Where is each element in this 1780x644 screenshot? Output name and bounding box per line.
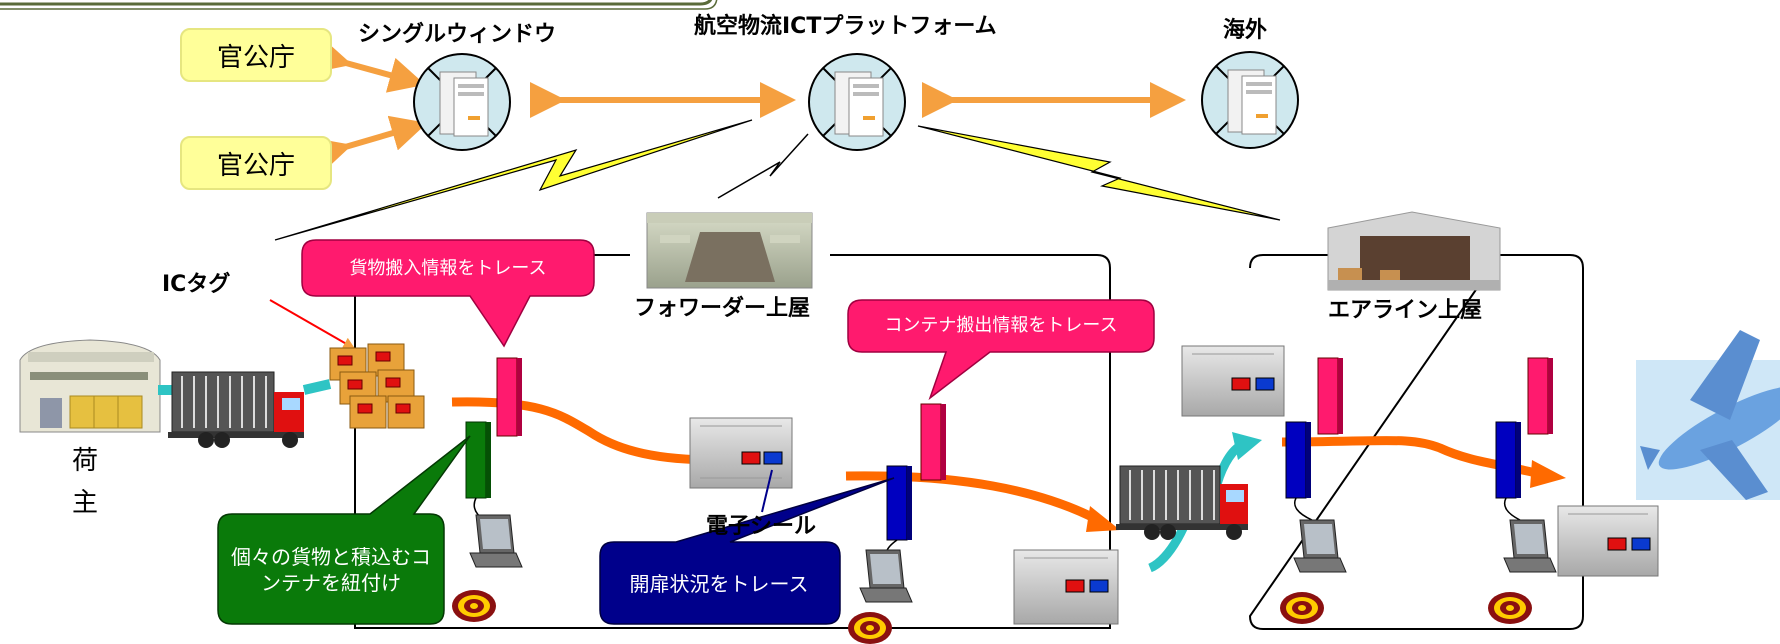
shipper-label-2: 主 bbox=[72, 488, 99, 518]
callout-container-out: コンテナ搬出情報をトレース bbox=[884, 315, 1118, 337]
reader-pink-4 bbox=[1527, 357, 1553, 435]
airplane-icon bbox=[1636, 330, 1780, 500]
single-window-label: シングルウィンドウ bbox=[358, 22, 557, 47]
container-icon-1 bbox=[689, 417, 793, 489]
platform-label: 航空物流ICTプラットフォーム bbox=[694, 14, 997, 39]
callout-link: 個々の貨物と積込むコンテナを紐付け bbox=[231, 545, 431, 595]
reader-blue-2 bbox=[1285, 421, 1311, 499]
signal-icon-3 bbox=[1280, 592, 1324, 624]
reader-pink-2 bbox=[920, 403, 946, 481]
flow-arrow-1 bbox=[451, 397, 717, 465]
signal-icon-1 bbox=[452, 590, 496, 622]
shipper-warehouse-icon bbox=[19, 339, 161, 433]
reader-green bbox=[465, 421, 491, 499]
gov-agency-box-2: 官公庁 bbox=[180, 136, 332, 190]
server-overseas-icon bbox=[1201, 51, 1299, 149]
signal-icon-2 bbox=[848, 612, 892, 644]
callout-cargo-in-shape bbox=[301, 239, 595, 348]
container-icon-2 bbox=[1013, 549, 1119, 625]
container-icon-3 bbox=[1181, 345, 1285, 417]
shipper-label-1: 荷 bbox=[72, 446, 99, 476]
signal-icon-4 bbox=[1488, 592, 1532, 624]
reader-pink-3 bbox=[1317, 357, 1343, 435]
gov-arrow-1 bbox=[312, 37, 426, 93]
callout-open-state-shape bbox=[599, 477, 895, 625]
frame-corner bbox=[0, 0, 713, 6]
server-single-window-icon bbox=[413, 53, 511, 151]
laptop-icon-2 bbox=[859, 549, 913, 603]
gov-arrow-2 bbox=[312, 115, 428, 173]
wireless-link-left bbox=[274, 119, 753, 241]
truck-to-tags-arrow bbox=[302, 379, 332, 395]
ic-tag-label: ICタグ bbox=[162, 272, 231, 297]
overseas-label: 海外 bbox=[1223, 18, 1268, 43]
airline-building-icon bbox=[1327, 211, 1501, 291]
forwarder-label: フォワーダー上屋 bbox=[634, 296, 811, 321]
container-icon-4 bbox=[1557, 505, 1659, 577]
laptop-icon-4 bbox=[1503, 519, 1557, 573]
callout-cargo-in: 貨物搬入情報をトレース bbox=[349, 258, 547, 280]
callout-container-out-shape bbox=[847, 299, 1155, 401]
server-platform-icon bbox=[808, 53, 906, 151]
wireless-link-right bbox=[917, 125, 1281, 221]
truck-icon-2 bbox=[1116, 465, 1248, 540]
e-seal-pointer bbox=[761, 469, 773, 513]
laptop-icon-1 bbox=[469, 514, 523, 568]
truck-icon bbox=[168, 371, 304, 448]
laptop-icon-3 bbox=[1293, 519, 1347, 573]
reader-blue-3 bbox=[1495, 421, 1521, 499]
e-seal-label: 電子シール bbox=[706, 514, 817, 539]
callout-link-shape bbox=[217, 435, 471, 625]
forwarder-building-icon bbox=[646, 212, 813, 289]
ic-tag-pointer bbox=[269, 299, 356, 349]
wireless-link-mid bbox=[717, 133, 809, 199]
reader-blue-1 bbox=[886, 465, 912, 541]
airline-frame bbox=[1248, 254, 1584, 630]
reader-pink-1 bbox=[496, 357, 522, 437]
gov-agency-box-1: 官公庁 bbox=[180, 28, 332, 82]
callout-open-state: 開扉状況をトレース bbox=[629, 572, 809, 596]
airline-label: エアライン上屋 bbox=[1328, 298, 1483, 323]
cargo-boxes-icon bbox=[329, 343, 425, 429]
